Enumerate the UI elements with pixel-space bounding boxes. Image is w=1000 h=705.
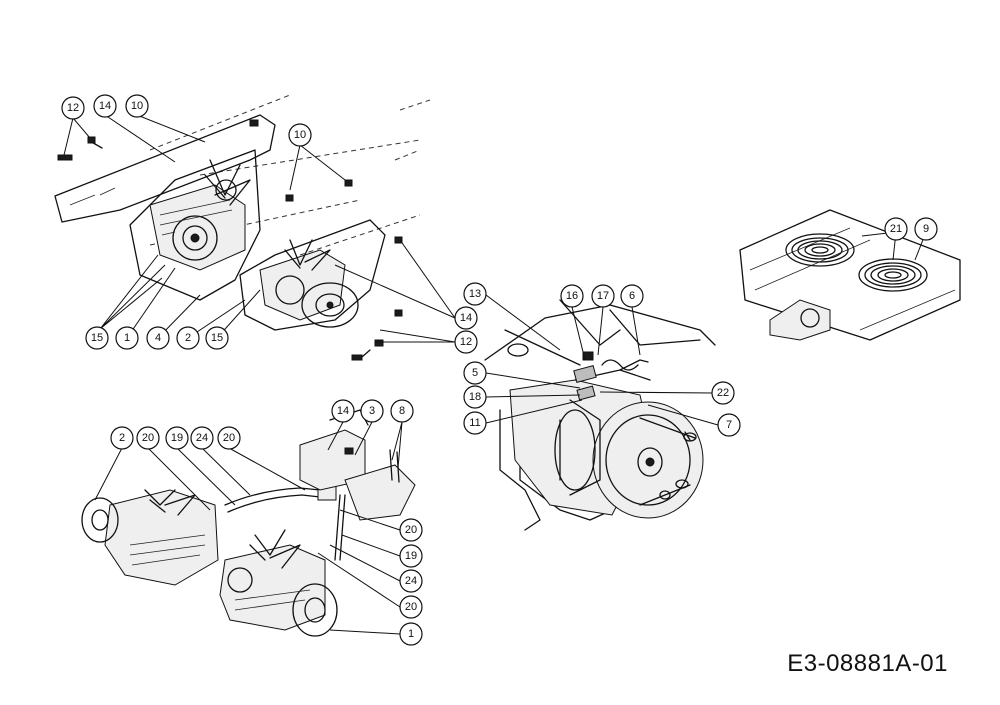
- svg-text:14: 14: [337, 405, 349, 417]
- svg-text:3: 3: [369, 405, 375, 417]
- callout-bubble: 10: [288, 123, 312, 147]
- svg-text:19: 19: [405, 550, 417, 562]
- bolts: [57, 119, 403, 361]
- svg-text:10: 10: [294, 129, 306, 141]
- svg-text:24: 24: [196, 432, 208, 444]
- svg-text:20: 20: [223, 432, 235, 444]
- callout-bubble: 7: [717, 413, 741, 437]
- callout-bubble: 24: [399, 569, 423, 593]
- leaders-bottom-left: [94, 421, 403, 635]
- callout-bubble: 15: [205, 326, 229, 350]
- svg-text:19: 19: [171, 432, 183, 444]
- fan-right: [284, 239, 331, 271]
- svg-text:17: 17: [597, 290, 609, 302]
- svg-text:5: 5: [472, 367, 478, 379]
- callout-bubble: 20: [217, 426, 241, 450]
- svg-text:18: 18: [469, 391, 481, 403]
- callout-bubble: 9: [914, 217, 938, 241]
- callout-bubble: 20: [136, 426, 160, 450]
- callout-bubble: 2: [110, 426, 134, 450]
- callout-bubble: 3: [360, 399, 384, 423]
- bottom-left-assembly: [81, 409, 416, 637]
- callout-bubble: 22: [711, 381, 735, 405]
- svg-text:20: 20: [142, 432, 154, 444]
- svg-text:22: 22: [717, 387, 729, 399]
- callout-bubble: 12: [454, 330, 478, 354]
- callout-bubble: 10: [125, 94, 149, 118]
- leaders-top-left: [63, 114, 561, 351]
- fan-guard-left: [785, 233, 855, 267]
- svg-text:1: 1: [124, 332, 130, 344]
- svg-text:14: 14: [99, 100, 111, 112]
- callout-bubbles: 12 14 10 10 15 1 4 2 15 14 12 13 16 17 6…: [61, 94, 938, 646]
- callout-bubble: 1: [115, 326, 139, 350]
- svg-text:13: 13: [469, 288, 481, 300]
- wheel-hub: [554, 399, 704, 519]
- callout-bubble: 17: [591, 284, 615, 308]
- svg-text:7: 7: [726, 419, 732, 431]
- fan-guard-right: [858, 258, 928, 292]
- svg-text:24: 24: [405, 575, 417, 587]
- pulley-right: [301, 282, 359, 328]
- callout-bubble: 13: [463, 282, 487, 306]
- callout-bubble: 4: [146, 326, 170, 350]
- svg-text:16: 16: [566, 290, 578, 302]
- callout-bubble: 14: [454, 306, 478, 330]
- callout-bubble: 16: [560, 284, 584, 308]
- svg-text:1: 1: [408, 628, 414, 640]
- top-left-assembly: [54, 94, 561, 361]
- svg-text:21: 21: [890, 223, 902, 235]
- callout-bubble: 12: [61, 96, 85, 120]
- svg-text:20: 20: [405, 601, 417, 613]
- callout-bubble: 18: [463, 385, 487, 409]
- callout-bubble: 20: [399, 595, 423, 619]
- callout-bubble: 20: [399, 518, 423, 542]
- callout-bubble: 8: [390, 399, 414, 423]
- leaders-right-detail: [485, 306, 719, 426]
- right-detail: [484, 299, 719, 531]
- svg-text:15: 15: [91, 332, 103, 344]
- svg-text:2: 2: [185, 332, 191, 344]
- svg-text:6: 6: [629, 290, 635, 302]
- svg-text:14: 14: [460, 312, 472, 324]
- callout-bubble: 1: [399, 622, 423, 646]
- callout-bubble: 14: [331, 399, 355, 423]
- drawing-number: E3-08881A-01: [787, 650, 948, 677]
- transmission-left: [81, 489, 219, 586]
- callout-bubble: 2: [176, 326, 200, 350]
- svg-text:4: 4: [155, 332, 161, 344]
- top-right-inset: [739, 209, 961, 341]
- callout-bubble: 15: [85, 326, 109, 350]
- fan-left: [204, 159, 251, 206]
- svg-text:8: 8: [399, 405, 405, 417]
- transmission-right: [219, 529, 338, 637]
- svg-text:11: 11: [469, 417, 480, 429]
- callout-bubble: 11: [463, 411, 487, 435]
- callout-bubble: 5: [463, 361, 487, 385]
- svg-text:20: 20: [405, 524, 417, 536]
- svg-text:12: 12: [460, 336, 472, 348]
- svg-text:12: 12: [67, 102, 79, 114]
- svg-text:15: 15: [211, 332, 223, 344]
- callout-bubble: 21: [884, 217, 908, 241]
- callout-bubble: 19: [165, 426, 189, 450]
- callout-bubble: 6: [620, 284, 644, 308]
- svg-text:10: 10: [131, 100, 143, 112]
- svg-text:2: 2: [119, 432, 125, 444]
- svg-text:9: 9: [923, 223, 929, 235]
- callout-bubble: 24: [190, 426, 214, 450]
- callout-bubble: 14: [93, 94, 117, 118]
- callout-bubble: 19: [399, 544, 423, 568]
